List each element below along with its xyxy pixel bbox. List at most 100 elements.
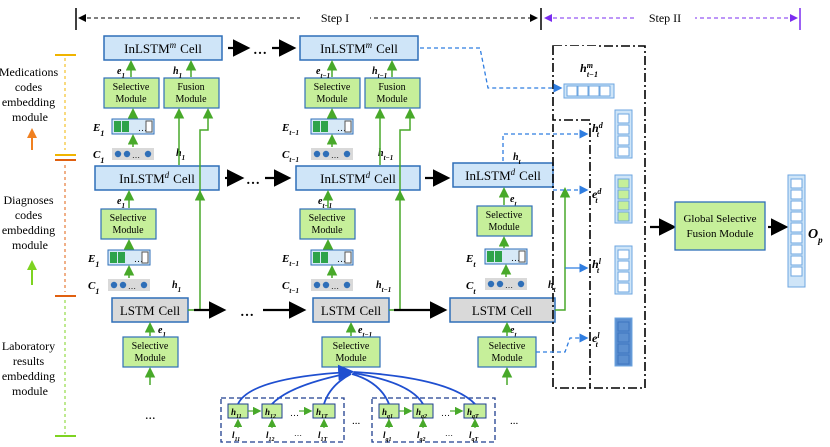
- svg-text:lqT: lqT: [469, 430, 479, 443]
- svg-text:Ct−1: Ct−1: [282, 149, 299, 164]
- svg-text:...: ...: [145, 408, 156, 423]
- svg-text:edt: edt: [592, 187, 602, 205]
- svg-text:et: et: [510, 194, 517, 208]
- fusion-module-1: [163, 77, 220, 109]
- svg-text:e1: e1: [158, 325, 166, 339]
- svg-text:hlt: hlt: [592, 257, 602, 275]
- svg-text:…: …: [134, 254, 143, 264]
- svg-text:h11: h11: [231, 407, 242, 420]
- diagnoses-label: Diagnoses codes embedding module: [2, 193, 58, 252]
- svg-text:hq1: hq1: [382, 407, 393, 420]
- svg-text:h12: h12: [265, 407, 276, 420]
- svg-text:…: …: [331, 151, 339, 160]
- svg-text:…: …: [337, 123, 346, 133]
- svg-text:h1T: h1T: [316, 407, 328, 420]
- svg-text:lq2: lq2: [417, 430, 426, 443]
- selective-module-diag-3: [476, 205, 533, 237]
- svg-text:ht: ht: [513, 152, 522, 166]
- selective-module-diag-1: [100, 208, 157, 240]
- svg-text:E1: E1: [87, 253, 99, 269]
- svg-text:C1: C1: [88, 280, 99, 296]
- inlstm-d-cell-1: [94, 165, 220, 191]
- lab-sequence-group-2: hq1 hq2 … hqT lq1 lq2 … lqT: [371, 397, 496, 443]
- svg-text:…: …: [246, 173, 260, 188]
- selective-module-lab-2: [321, 336, 381, 368]
- lab-sequence-group-1: h11 h12 … h1T l11 l12 … l1T: [220, 397, 345, 443]
- step2-connectors: [420, 47, 589, 353]
- svg-text:elt: elt: [592, 331, 600, 349]
- output-label: Op: [808, 227, 823, 245]
- svg-text:et: et: [510, 325, 517, 339]
- svg-text:…: …: [128, 282, 136, 291]
- medications-label: Medications codes embedding module: [0, 65, 61, 124]
- svg-text:C1: C1: [93, 149, 104, 165]
- svg-text:…: …: [138, 123, 147, 133]
- svg-text:…: …: [337, 254, 346, 264]
- selective-module-diag-2: [299, 208, 356, 240]
- svg-text:...: ...: [510, 415, 519, 427]
- svg-text:l12: l12: [266, 430, 275, 443]
- time-arrows-2: [394, 169, 451, 319]
- svg-text:l1T: l1T: [318, 430, 328, 443]
- svg-text:E1: E1: [92, 122, 104, 138]
- time-arrows-1: … … …: [194, 39, 307, 320]
- fusion-module-2: [364, 77, 421, 109]
- left-labels: Medications codes embedding module Diagn…: [0, 54, 76, 437]
- svg-text:hqT: hqT: [467, 407, 479, 420]
- svg-text:l11: l11: [232, 430, 240, 443]
- svg-text:…: …: [511, 253, 520, 263]
- svg-text:hq2: hq2: [416, 407, 427, 420]
- inlstm-m-cell-2: [299, 35, 419, 61]
- step-2-label: Step II: [649, 11, 681, 25]
- svg-text:…: …: [290, 408, 299, 418]
- svg-text:...: ...: [352, 415, 361, 427]
- laboratory-label: Laboratory results embedding module: [2, 339, 58, 398]
- svg-text:h1: h1: [176, 148, 185, 162]
- step-header: Step I Step II: [75, 8, 801, 30]
- selective-module-lab-1: [122, 336, 179, 368]
- selective-module-med-2: [304, 77, 361, 109]
- svg-text:Et: Et: [465, 253, 476, 269]
- lstm-cell-1: [111, 297, 189, 323]
- svg-text:…: …: [240, 305, 254, 320]
- svg-text:lq1: lq1: [383, 430, 392, 443]
- selective-module-lab-3: [477, 336, 537, 368]
- svg-text:Et−1: Et−1: [281, 253, 299, 268]
- step-1-label: Step I: [321, 11, 349, 25]
- svg-text:hdt: hdt: [592, 121, 604, 139]
- svg-text:Ct: Ct: [466, 280, 476, 296]
- svg-text:h1: h1: [172, 280, 181, 294]
- svg-text:et−1: et−1: [318, 196, 332, 210]
- svg-text:…: …: [253, 43, 267, 58]
- svg-text:…: …: [441, 408, 450, 418]
- step2-container: [552, 45, 646, 389]
- svg-text:e1: e1: [117, 66, 125, 80]
- lab-aggregation-arrows: [237, 364, 476, 405]
- inlstm-m-cell-1: [103, 35, 223, 61]
- output-vector: [787, 174, 806, 288]
- svg-text:ht: ht: [548, 280, 557, 294]
- svg-text:e1: e1: [117, 196, 125, 210]
